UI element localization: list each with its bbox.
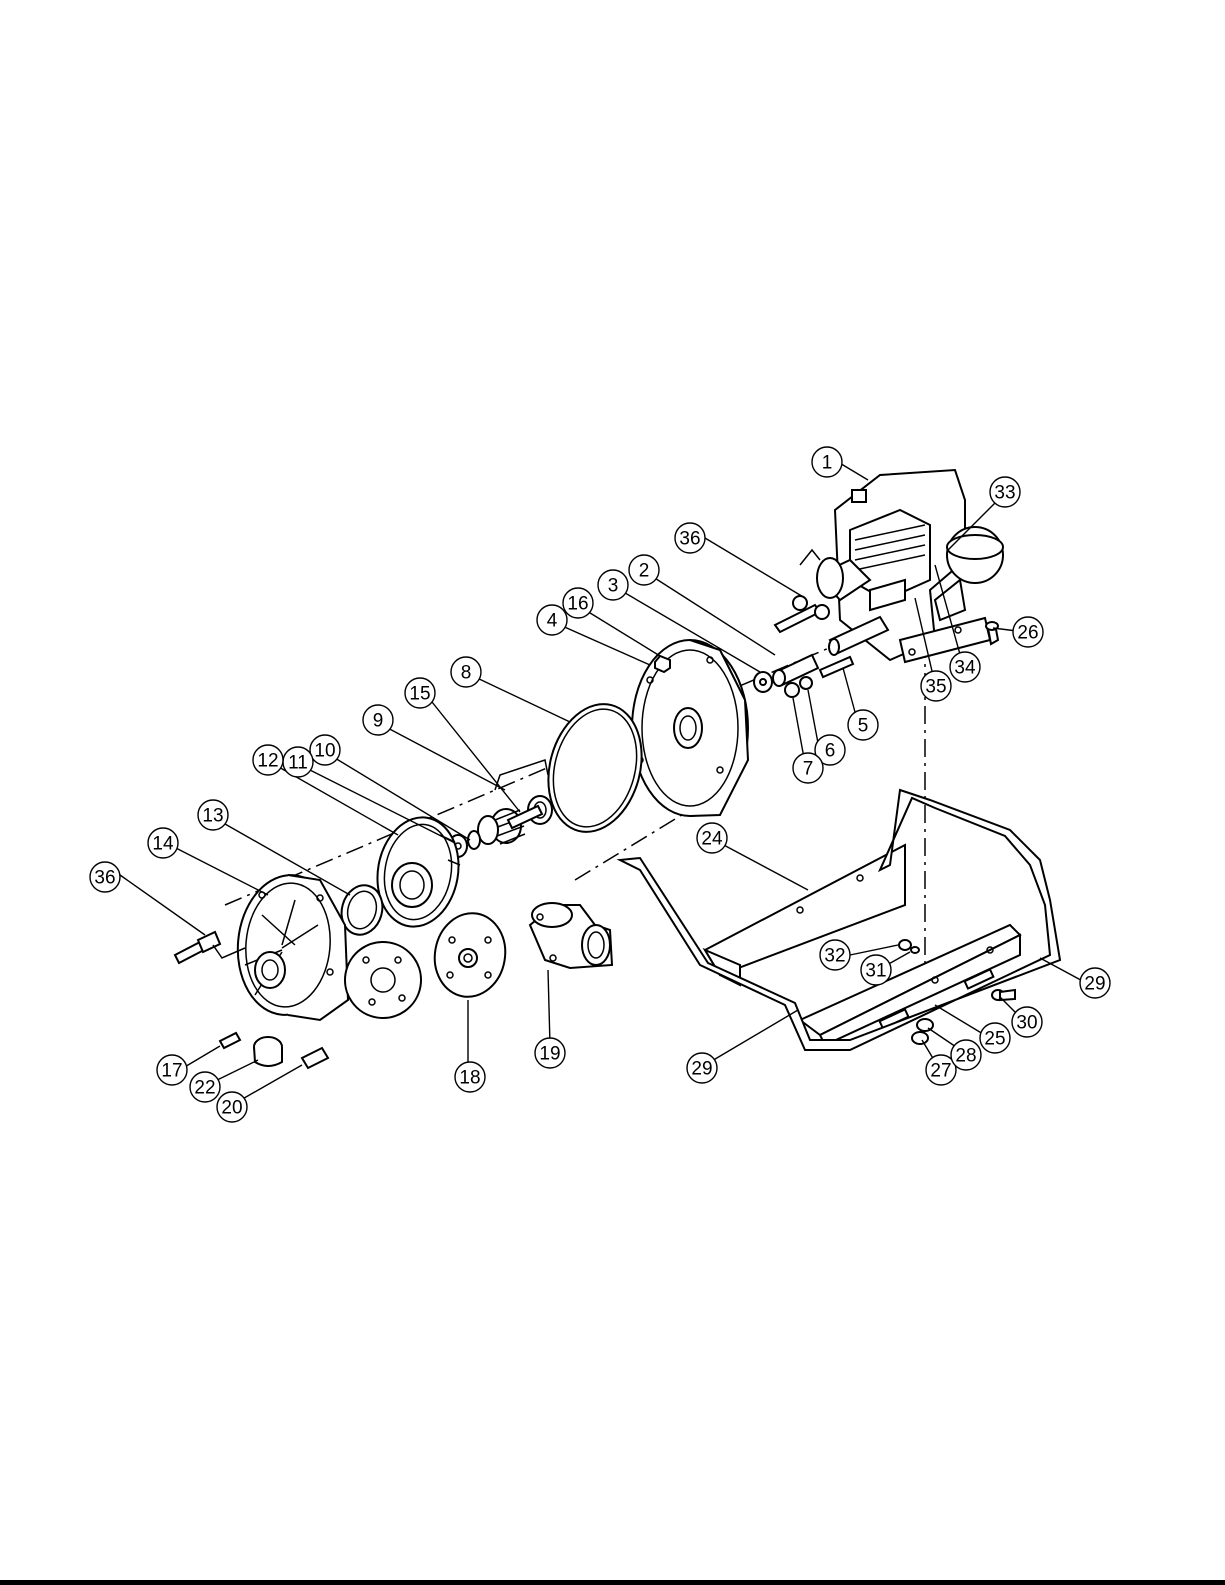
callout-12: 12 bbox=[253, 745, 283, 775]
callout-number: 19 bbox=[539, 1044, 560, 1065]
callout-number: 3 bbox=[608, 576, 619, 597]
callout-number: 27 bbox=[930, 1061, 951, 1082]
callout-number: 30 bbox=[1016, 1013, 1037, 1034]
callout-number: 26 bbox=[1017, 623, 1038, 644]
page-bottom-rule bbox=[0, 1580, 1225, 1585]
callout-number: 6 bbox=[825, 741, 836, 762]
callout-number: 14 bbox=[152, 834, 174, 855]
callout-36: 36 bbox=[90, 862, 120, 892]
engine-assembly bbox=[775, 470, 1003, 662]
callout-number: 33 bbox=[994, 483, 1015, 504]
callout-number: 8 bbox=[461, 663, 472, 684]
base-frame bbox=[705, 845, 1020, 1045]
callout-33: 33 bbox=[990, 477, 1020, 507]
callout-28: 28 bbox=[951, 1040, 981, 1070]
callout-17: 17 bbox=[157, 1055, 187, 1085]
callout-number: 25 bbox=[984, 1029, 1005, 1050]
callout-number: 22 bbox=[194, 1078, 215, 1099]
callout-34: 34 bbox=[950, 652, 980, 682]
callout-number: 29 bbox=[691, 1059, 712, 1080]
pump-adapter bbox=[632, 640, 748, 816]
callout-number: 35 bbox=[925, 677, 946, 698]
callout-number: 12 bbox=[257, 751, 278, 772]
callout-22: 22 bbox=[190, 1072, 220, 1102]
callout-32: 32 bbox=[820, 940, 850, 970]
check-valve-flange bbox=[428, 908, 512, 1003]
callout-36: 36 bbox=[675, 523, 705, 553]
callout-4: 4 bbox=[537, 605, 567, 635]
callout-15: 15 bbox=[405, 678, 435, 708]
callout-30: 30 bbox=[1012, 1007, 1042, 1037]
callout-19: 19 bbox=[535, 1038, 565, 1068]
shaft-spacers bbox=[754, 655, 853, 697]
callout-number: 20 bbox=[221, 1098, 242, 1119]
callout-7: 7 bbox=[793, 753, 823, 783]
callout-number: 2 bbox=[639, 561, 650, 582]
pump-volute bbox=[232, 871, 348, 1020]
callout-20: 20 bbox=[217, 1092, 247, 1122]
callout-number: 17 bbox=[161, 1061, 182, 1082]
callout-11: 11 bbox=[283, 747, 313, 777]
callout-26: 26 bbox=[1013, 617, 1043, 647]
callout-number: 18 bbox=[459, 1068, 480, 1089]
callout-number: 10 bbox=[314, 741, 335, 762]
callout-10: 10 bbox=[310, 735, 340, 765]
volute-cover-plate bbox=[339, 936, 427, 1024]
callout-number: 9 bbox=[373, 711, 384, 732]
callout-number: 32 bbox=[824, 946, 845, 967]
callout-number: 13 bbox=[202, 806, 223, 827]
callout-number: 16 bbox=[567, 594, 588, 615]
callout-35: 35 bbox=[921, 671, 951, 701]
callout-14: 14 bbox=[148, 828, 178, 858]
callout-number: 1 bbox=[822, 453, 833, 474]
callout-8: 8 bbox=[451, 657, 481, 687]
callout-number: 24 bbox=[701, 829, 723, 850]
callout-18: 18 bbox=[455, 1062, 485, 1092]
outlet-elbow bbox=[530, 903, 612, 968]
callout-1: 1 bbox=[812, 447, 842, 477]
callout-number: 7 bbox=[803, 759, 814, 780]
callout-3: 3 bbox=[598, 570, 628, 600]
callout-number: 31 bbox=[865, 961, 886, 982]
callout-number: 36 bbox=[94, 868, 115, 889]
callout-9: 9 bbox=[363, 705, 393, 735]
callout-25: 25 bbox=[980, 1023, 1010, 1053]
callout-16: 16 bbox=[563, 588, 593, 618]
callout-number: 28 bbox=[955, 1046, 976, 1067]
callout-number: 34 bbox=[954, 658, 976, 679]
callout-number: 11 bbox=[288, 753, 308, 774]
callout-number: 29 bbox=[1084, 974, 1105, 995]
callout-number: 4 bbox=[547, 611, 558, 632]
callout-2: 2 bbox=[629, 555, 659, 585]
callout-number: 36 bbox=[679, 529, 700, 550]
callout-13: 13 bbox=[198, 800, 228, 830]
callout-number: 5 bbox=[858, 716, 869, 737]
callout-31: 31 bbox=[861, 955, 891, 985]
callout-29: 29 bbox=[1080, 968, 1110, 998]
callout-number: 15 bbox=[409, 684, 430, 705]
callout-5: 5 bbox=[848, 710, 878, 740]
callout-24: 24 bbox=[697, 823, 727, 853]
callout-29: 29 bbox=[687, 1053, 717, 1083]
